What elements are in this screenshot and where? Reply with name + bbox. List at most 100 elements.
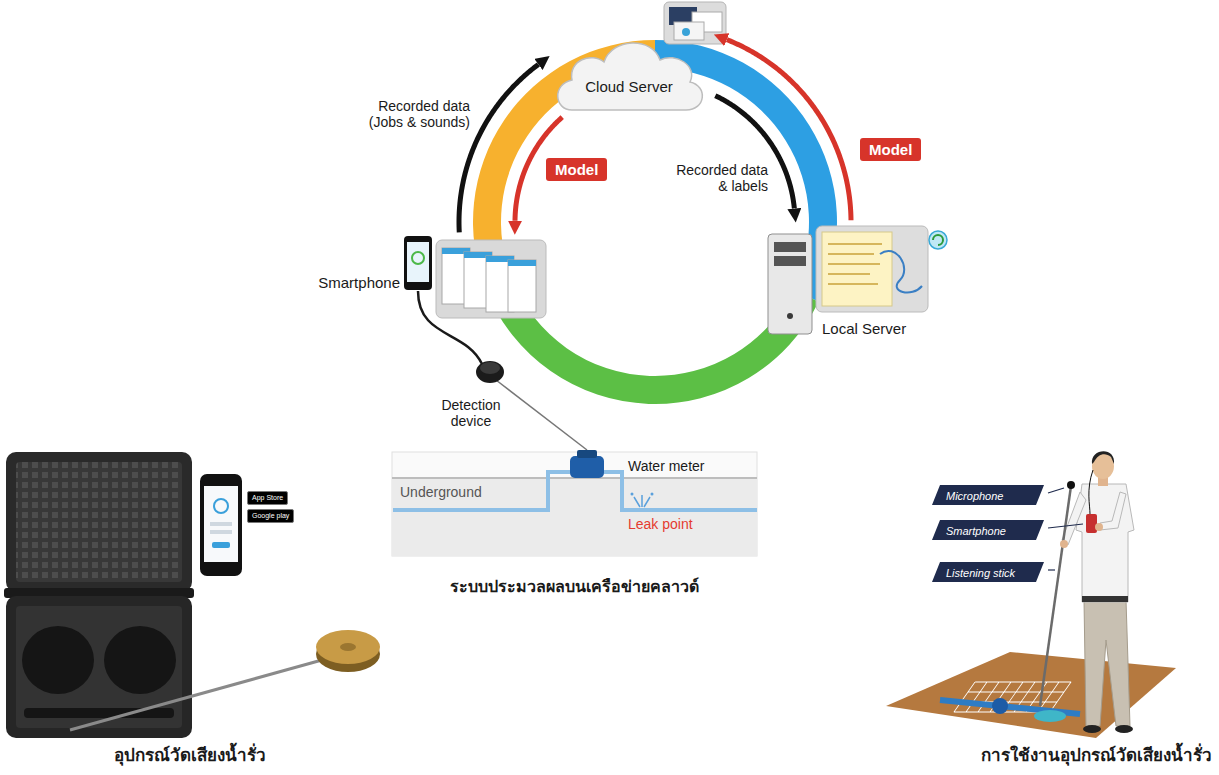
local-server-node: Local Server (762, 224, 950, 346)
edge-label: Recorded data & labels (668, 162, 768, 194)
person-figure-part (1115, 725, 1133, 733)
callout-banner: Listening stick (932, 562, 1044, 582)
equipment-case-part (210, 522, 232, 526)
underground-section-part (651, 493, 654, 496)
server-bay (774, 242, 806, 252)
equipment-case-part (200, 474, 242, 576)
label-holder: Detection device (436, 397, 506, 429)
person-figure-part (992, 698, 1008, 714)
underground-section-part (634, 495, 650, 507)
equipment-case-part (6, 452, 192, 592)
label-holder: Water meter (628, 457, 705, 475)
person-figure-part (1034, 710, 1066, 722)
node-label: Cloud Server (585, 78, 673, 95)
underground-section-part (577, 450, 597, 458)
callout-banner: Microphone (932, 485, 1044, 505)
screens-panel-part (682, 28, 690, 36)
phone-gauge (412, 252, 424, 264)
server-tower (768, 234, 812, 334)
equipment-case-part (204, 486, 238, 562)
equipment-case-part (316, 630, 380, 664)
cloud-node-outline (552, 32, 706, 114)
node-label: Local Server (822, 320, 906, 337)
callout-banner: Smartphone (932, 520, 1044, 540)
cloud-node: Cloud Server (552, 32, 712, 114)
equipment-case-part (104, 626, 176, 694)
device-label: Detection device (436, 397, 506, 429)
app-screen-header (508, 260, 536, 266)
person-figure (886, 451, 1176, 738)
sensor-cable-part (496, 380, 587, 450)
leader-line-part (1048, 488, 1064, 493)
figure-caption: อุปกรณ์วัดเสียงน้ำรั่ว (114, 746, 266, 766)
equipment-case-part (16, 606, 182, 728)
figure-caption: ระบบประมวลผลบนเครือข่ายคลาวด์ (450, 578, 699, 596)
callout-text: Listening stick (946, 566, 1015, 580)
underground-section (392, 450, 757, 556)
person-figure-part (1040, 486, 1071, 706)
edge-label-holder: Model (546, 158, 607, 181)
flow-arrow (459, 64, 538, 232)
label-holder: ระบบประมวลผลบนเครือข่ายคลาวด์ (392, 578, 757, 596)
refresh-icon (933, 235, 943, 245)
underground-section-part (631, 493, 634, 496)
model-tag: Model (860, 138, 921, 161)
label-holder: Leak point (628, 515, 693, 533)
edge-label-holder: Recorded data (Jobs & sounds) (358, 98, 470, 130)
label-holder: App Store (247, 486, 288, 505)
underground-section-part (570, 456, 604, 478)
store-badge: Google play (247, 509, 294, 523)
edge-label-holder: Model (860, 138, 921, 161)
equipment-case-part (340, 643, 356, 651)
document-lines (828, 244, 882, 284)
equipment-case-part (24, 708, 174, 718)
region-label: Underground (400, 484, 482, 500)
docs-panel (816, 226, 928, 312)
equipment-case-part (70, 660, 322, 730)
person-figure-part (1092, 451, 1114, 464)
equipment-case-part (22, 626, 94, 694)
person-figure-part (1083, 725, 1101, 733)
leak-label: Leak point (628, 516, 693, 532)
app-screen (508, 260, 536, 312)
part-label: Water meter (628, 458, 705, 474)
screens-panel-part (674, 22, 704, 40)
leader-line (1048, 488, 1083, 570)
figure-caption: การใช้งานอุปกรณ์วัดเสียงน้ำรั่ว (981, 746, 1212, 766)
leader-line-part (1048, 569, 1055, 570)
store-badge: App Store (247, 491, 288, 505)
label-holder: การใช้งานอุปกรณ์วัดเสียงน้ำรั่ว (952, 746, 1212, 766)
smartphone-node: Smartphone (318, 236, 548, 322)
leader-line-part (1048, 524, 1083, 528)
label-holder: Google play (247, 504, 294, 523)
screens-panel-part (664, 2, 726, 44)
sensor-cable-part (476, 361, 504, 383)
model-graph (880, 251, 922, 293)
person-figure-part (1067, 481, 1075, 489)
phone-screen (407, 242, 429, 282)
underground-section-part (392, 452, 757, 556)
server-bay (774, 256, 806, 266)
text-holder: Local Server (822, 320, 906, 338)
label-holder: Underground (400, 483, 482, 501)
person-figure-part (1060, 540, 1068, 548)
underground-section-part (392, 478, 757, 556)
equipment-case-part (210, 530, 232, 534)
screens-panel (664, 2, 726, 44)
refresh-icon (929, 231, 947, 249)
edge-label: Recorded data (Jobs & sounds) (358, 98, 470, 130)
equipment-case-part (212, 542, 230, 548)
person-figure-part (1086, 514, 1097, 533)
sensor-cable-part (480, 362, 500, 374)
label-holder: อุปกรณ์วัดเสียงน้ำรั่ว (90, 746, 290, 766)
callout-text: Microphone (946, 489, 1003, 503)
person-figure-part (1084, 600, 1130, 726)
model-tag: Model (546, 158, 607, 181)
person-figure-part (1089, 470, 1093, 514)
document (822, 232, 892, 306)
callout-text: Smartphone (946, 524, 1006, 538)
text-holder: Smartphone (318, 274, 400, 292)
